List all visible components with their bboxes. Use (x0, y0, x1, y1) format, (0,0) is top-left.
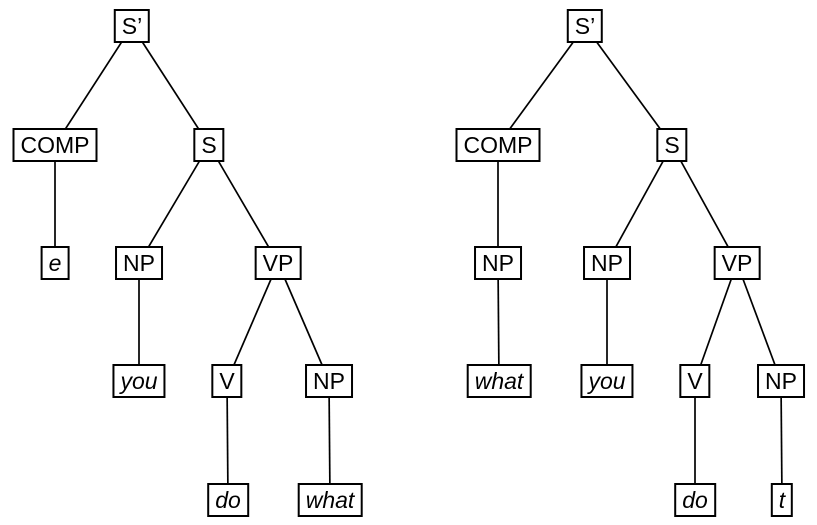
tree2-node-np-subj: NP (583, 246, 631, 280)
tree1-node-what: what (297, 483, 363, 517)
tree1-edge-vp-v (226, 262, 279, 382)
tree1-node-s-bar: S’ (113, 9, 151, 43)
tree1-edge-s-np-subj (138, 144, 210, 264)
tree1-node-np-subj: NP (115, 246, 163, 280)
tree2-edge-vp-v (694, 262, 738, 382)
tree2-node-s-bar: S’ (566, 9, 604, 43)
tree1-node-you: you (112, 364, 166, 398)
tree1-edge-s-vp (208, 144, 279, 264)
tree1-node-do: do (207, 483, 249, 517)
tree2-node-you: you (580, 364, 634, 398)
tree2-edge-s-np-subj (606, 144, 673, 264)
tree2-edge-s-vp (671, 144, 738, 264)
tree2-edge-s-bar-comp (497, 25, 586, 146)
tree2-node-comp: COMP (455, 128, 541, 162)
tree1-edge-np-obj-what (328, 380, 331, 501)
tree2-node-vp: VP (713, 246, 761, 280)
tree2-edge-s-bar-s (584, 25, 673, 146)
tree1-node-np-obj: NP (305, 364, 353, 398)
tree2-edge-np-comp-what (497, 262, 500, 382)
tree2-node-np-obj: NP (757, 364, 805, 398)
tree2-node-t: t (770, 483, 794, 517)
tree1-node-v: V (211, 364, 243, 398)
tree1-edge-s-bar-s (131, 25, 210, 146)
tree2-edge-vp-np-obj (736, 262, 782, 382)
tree1-node-comp: COMP (12, 128, 98, 162)
tree1-edge-s-bar-comp (54, 25, 133, 146)
tree1-node-s: S (193, 128, 225, 162)
tree2-node-np-comp: NP (474, 246, 522, 280)
tree2-node-do: do (674, 483, 716, 517)
tree2-node-what: what (466, 364, 532, 398)
tree1-node-vp: VP (254, 246, 302, 280)
tree2-edge-np-obj-t (780, 380, 783, 501)
tree2-node-v: V (679, 364, 711, 398)
tree1-node-e: e (40, 246, 70, 280)
tree2-node-s: S (656, 128, 688, 162)
tree1-edge-vp-np-obj (277, 262, 330, 382)
tree1-edge-v-do (226, 380, 229, 501)
